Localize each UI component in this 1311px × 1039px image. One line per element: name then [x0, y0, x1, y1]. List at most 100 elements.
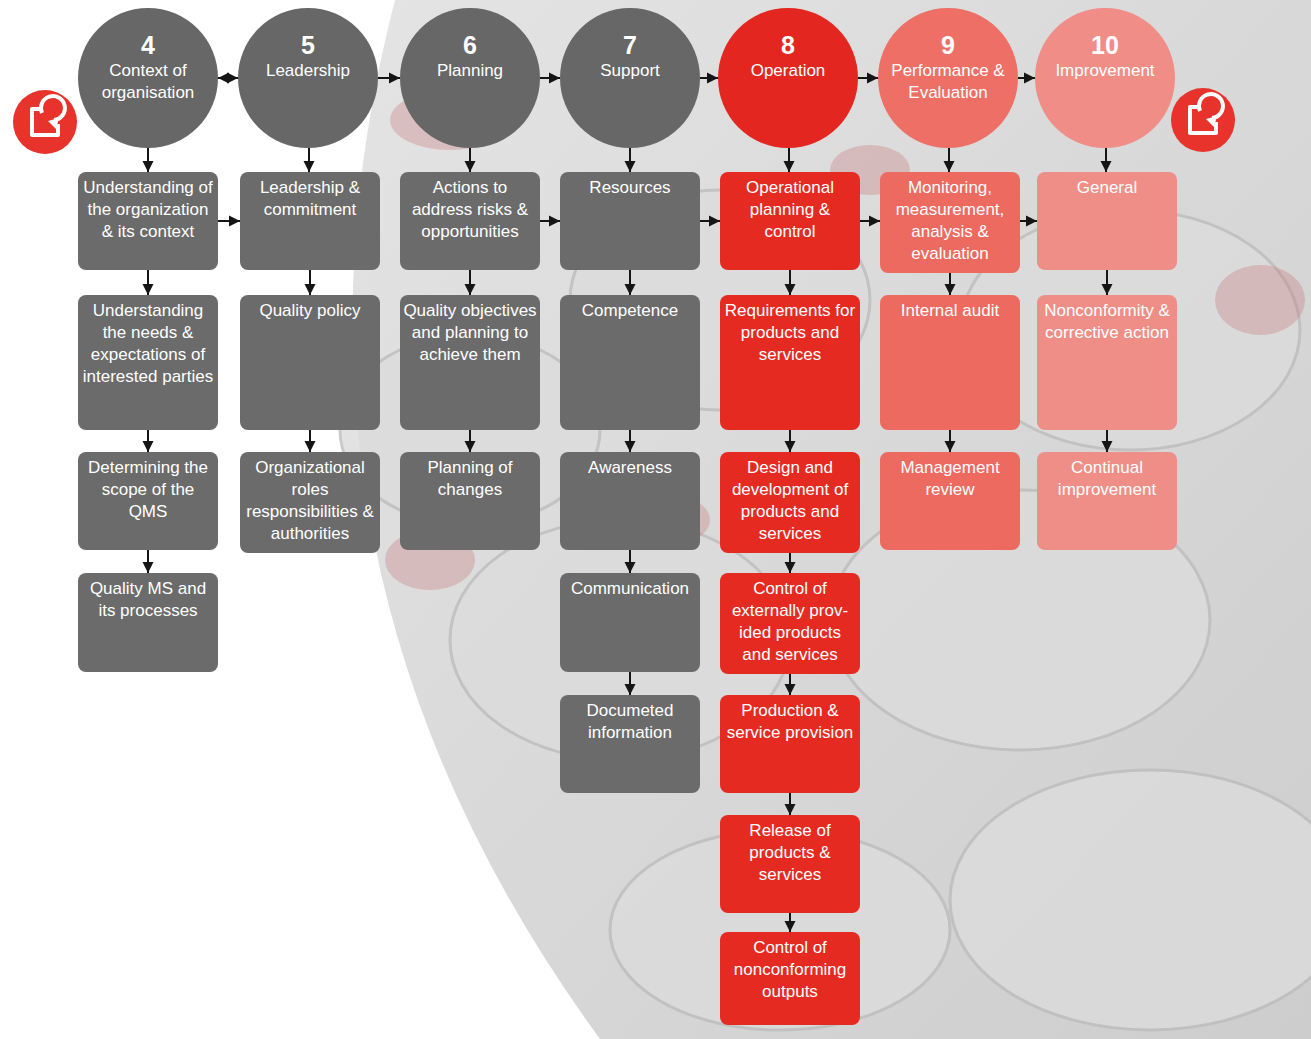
clause-text: Operational planning & control	[723, 177, 857, 243]
clause-box: Planning of changes	[400, 452, 540, 550]
flow-arrow	[1106, 270, 1108, 295]
flow-arrow	[218, 77, 238, 79]
clause-text: Understanding the needs & expectations o…	[81, 300, 215, 388]
flow-arrow	[789, 913, 791, 932]
clause-text: Control of externally prov-ided products…	[723, 578, 857, 666]
clause-box: Production & service provision	[720, 695, 860, 793]
clause-title: Operation	[726, 60, 850, 82]
clause-text: Actions to address risks & opportunities	[403, 177, 537, 243]
clause-circle: 4Context of organisation	[78, 8, 218, 148]
clause-text: Documeted information	[563, 700, 697, 744]
clause-box: Operational planning & control	[720, 172, 860, 270]
clause-box: Continual improvement	[1037, 452, 1177, 550]
clause-box: General	[1037, 172, 1177, 270]
flow-arrow	[949, 430, 951, 452]
flow-arrow	[629, 270, 631, 295]
clause-text: Communication	[563, 578, 697, 600]
flow-arrow	[1106, 430, 1108, 452]
clause-number: 7	[560, 32, 700, 60]
flow-arrow	[147, 270, 149, 295]
clause-text: Awareness	[563, 457, 697, 479]
flow-arrow	[218, 220, 240, 222]
clause-box: Monitoring, measurement, analysis & eval…	[880, 172, 1020, 273]
clause-circle: 7Support	[560, 8, 700, 148]
clause-circle: 8Operation	[718, 8, 858, 148]
flow-arrow	[789, 553, 791, 573]
clause-title: Leadership	[246, 60, 370, 82]
clause-box: Leadership & commitment	[240, 172, 380, 270]
clause-box: Control of nonconforming outputs	[720, 932, 860, 1025]
clause-box: Understanding of the organization & its …	[78, 172, 218, 270]
flow-arrow	[789, 793, 791, 815]
clause-box: Release of products & services	[720, 815, 860, 913]
clause-box: Competence	[560, 295, 700, 430]
clause-box: Actions to address risks & opportunities	[400, 172, 540, 270]
clause-text: Quality policy	[243, 300, 377, 322]
clause-text: Requirements for products and services	[723, 300, 857, 366]
flow-arrow	[469, 270, 471, 295]
clause-box: Design and development of products and s…	[720, 452, 860, 553]
flow-arrow	[629, 672, 631, 695]
clause-box: Awareness	[560, 452, 700, 550]
flow-arrow	[1105, 148, 1107, 172]
clause-text: Resources	[563, 177, 697, 199]
flow-arrow	[378, 77, 400, 79]
clause-circle: 9Performance & Evaluation	[878, 8, 1018, 148]
flow-arrow	[629, 550, 631, 573]
flow-arrow	[469, 430, 471, 452]
flow-arrow	[309, 430, 311, 452]
flow-arrow	[309, 270, 311, 295]
flow-arrow	[789, 270, 791, 295]
clause-text: Monitoring, measurement, analysis & eval…	[883, 177, 1017, 265]
clause-title: Planning	[408, 60, 532, 82]
clause-box: Internal audit	[880, 295, 1020, 430]
clause-box: Documeted information	[560, 695, 700, 793]
flow-arrow	[629, 430, 631, 452]
clause-box: Resources	[560, 172, 700, 270]
clause-text: Planning of changes	[403, 457, 537, 501]
clause-title: Context of organisation	[86, 60, 210, 104]
flow-arrow	[1020, 220, 1037, 222]
flow-arrow	[949, 273, 951, 295]
clause-number: 5	[238, 32, 378, 60]
clause-text: Determining the scope of the QMS	[81, 457, 215, 523]
flow-arrow	[308, 148, 310, 172]
clause-box: Quality policy	[240, 295, 380, 430]
clause-box: Quality MS and its processes	[78, 573, 218, 672]
flow-arrow	[629, 148, 631, 172]
clause-text: Quality MS and its processes	[81, 578, 215, 622]
flow-arrow	[147, 148, 149, 172]
flow-arrow	[948, 148, 950, 172]
clause-box: Quality objectives and planning to achie…	[400, 295, 540, 430]
tin-shapes	[340, 190, 1311, 1030]
flow-arrow	[540, 77, 560, 79]
cycle-icon	[1171, 88, 1235, 152]
clause-title: Improvement	[1043, 60, 1167, 82]
clause-text: Internal audit	[883, 300, 1017, 322]
clause-text: Continual improvement	[1040, 457, 1174, 501]
clause-title: Support	[568, 60, 692, 82]
clause-number: 9	[878, 32, 1018, 60]
flow-arrow	[789, 674, 791, 695]
clause-circle: 5Leadership	[238, 8, 378, 148]
clause-circle: 6Planning	[400, 8, 540, 148]
clause-title: Performance & Evaluation	[886, 60, 1010, 104]
clause-box: Requirements for products and services	[720, 295, 860, 430]
clause-number: 8	[718, 32, 858, 60]
clause-text: Organizational roles responsibilities & …	[243, 457, 377, 545]
clause-text: Control of nonconforming outputs	[723, 937, 857, 1003]
clause-number: 10	[1035, 32, 1175, 60]
clause-text: Competence	[563, 300, 697, 322]
clause-text: Design and development of products and s…	[723, 457, 857, 545]
clause-text: Nonconformity & corrective action	[1040, 300, 1174, 344]
clause-text: Understanding of the organization & its …	[81, 177, 215, 243]
clause-box: Organizational roles responsibilities & …	[240, 452, 380, 553]
clause-box: Determining the scope of the QMS	[78, 452, 218, 550]
clause-box: Nonconformity & corrective action	[1037, 295, 1177, 430]
cycle-icon	[13, 90, 77, 154]
clause-box: Management review	[880, 452, 1020, 550]
flow-arrow	[1018, 77, 1035, 79]
clause-circle: 10Improvement	[1035, 8, 1175, 148]
clause-text: General	[1040, 177, 1174, 199]
